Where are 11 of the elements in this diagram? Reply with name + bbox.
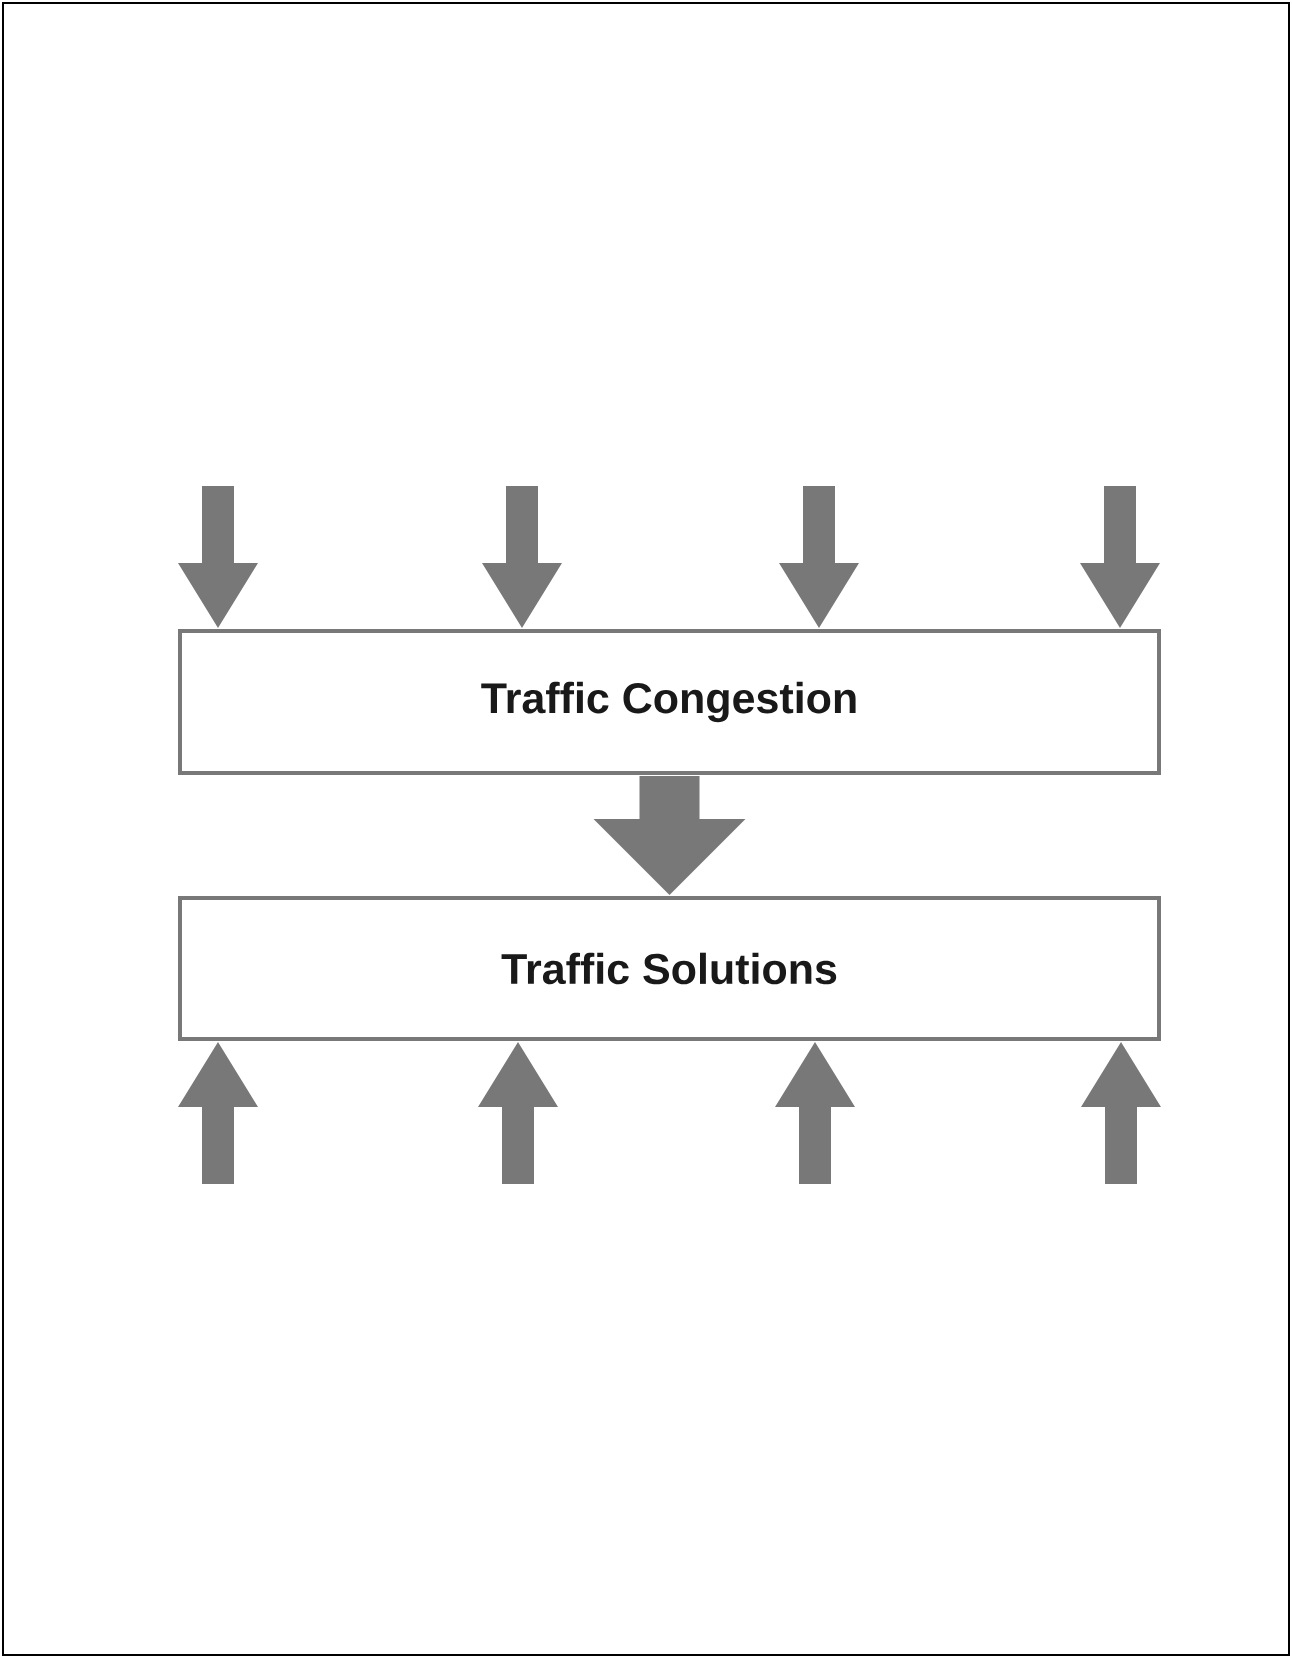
arrow xyxy=(775,1042,855,1184)
arrow xyxy=(482,486,562,628)
process-box: Traffic Congestion xyxy=(178,629,1161,775)
process-box: Traffic Solutions xyxy=(178,896,1161,1041)
arrow xyxy=(593,776,746,895)
arrow xyxy=(1081,1042,1161,1184)
arrow xyxy=(178,1042,258,1184)
arrow xyxy=(1080,486,1160,628)
arrow xyxy=(779,486,859,628)
arrow xyxy=(178,486,258,628)
arrow xyxy=(478,1042,558,1184)
